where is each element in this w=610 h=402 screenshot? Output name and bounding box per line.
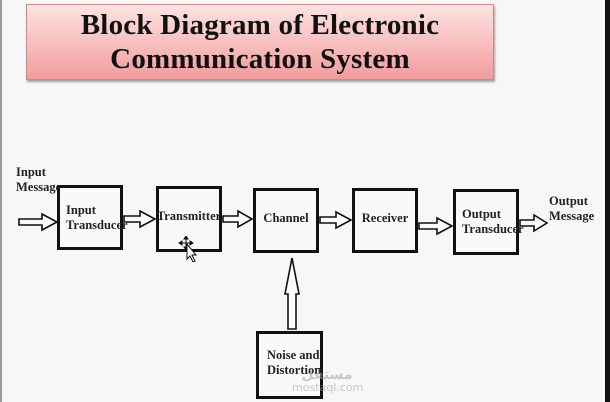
block-output-transducer-line-2: Transducer [462,222,524,236]
watermark: مستقل mostaql.com [292,367,364,394]
title-line-2: Communication System [110,43,410,75]
input-message-label-line-1: Input [16,165,46,179]
title-line-1: Block Diagram of Electronic [80,9,440,41]
output-message-label-line-2: Message [549,209,595,223]
block-output-transducer-line-1: Output [462,207,501,221]
output-message-label-line-1: Output [549,194,588,208]
watermark-logo-text: مستقل [301,367,353,383]
input-message-label-line-2: Message [16,180,62,194]
arrow-transmitter-to-channel [222,209,254,229]
block-noise-line-2: Distortion [267,363,322,377]
input-message-label: Input Message [16,165,61,195]
block-receiver-label: Receiver [361,211,409,225]
arrow-channel-to-receiver [319,210,353,230]
arrow-input-to-input-transducer [18,212,59,232]
block-noise-and-distortion: Noise and Distortion [256,331,323,399]
block-channel: Channel [253,188,319,253]
block-input-transducer: Input Transducer [57,185,128,250]
watermark-url: mostaql.com [292,381,364,394]
title-banner: Block Diagram of Electronic Communicatio… [26,4,494,80]
block-input-transducer-line-2: Transducer [66,217,128,232]
block-input-transducer-line-1: Input [66,202,96,217]
block-channel-label: Channel [263,211,309,225]
arrow-noise-to-channel [284,257,300,330]
block-output-transducer: Output Transducer [453,189,524,255]
block-noise-line-1: Noise and [267,348,320,362]
arrow-input-transducer-to-transmitter [123,209,157,229]
block-transmitter-label: Transmitter [156,208,222,223]
output-message-label: Output Message [549,194,594,224]
arrow-receiver-to-output-transducer [418,216,454,236]
arrow-output-transducer-to-output-message [519,213,549,233]
block-transmitter: Transmitter [156,186,222,252]
move-cursor-icon [178,236,198,262]
block-receiver: Receiver [352,188,418,253]
